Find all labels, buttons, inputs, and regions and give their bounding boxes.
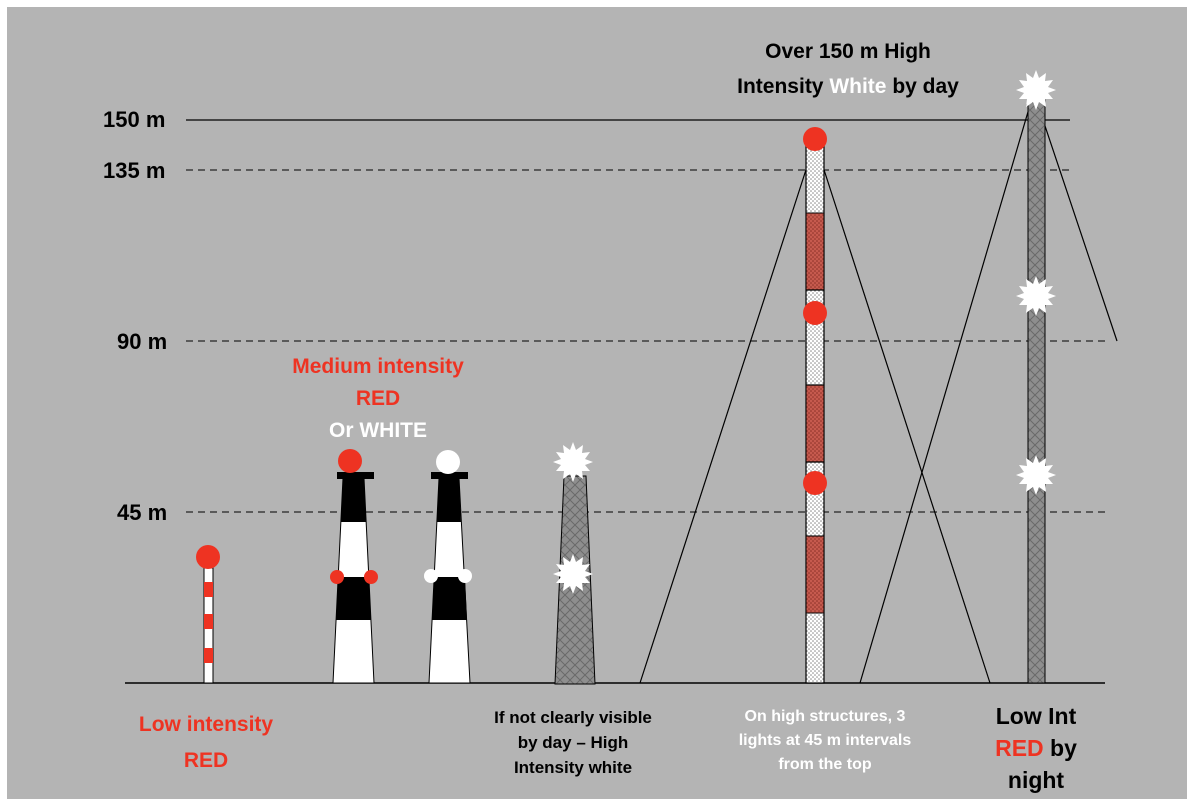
tall-mast-red: [639, 127, 991, 684]
flash-light-90m: [1016, 276, 1056, 316]
low-intensity-color: RED: [184, 749, 228, 772]
lattice-tower-short: [553, 442, 596, 685]
white-top-light: [436, 450, 460, 474]
diagram-background: [7, 7, 1187, 799]
red-light: [196, 545, 220, 569]
red-side-light-left: [330, 570, 344, 584]
lattice-tower-tall: [859, 70, 1118, 684]
flash-light-over150: [1016, 70, 1056, 110]
low-int-night-label-3: night: [1008, 767, 1065, 793]
medium-white-structure: [424, 450, 472, 684]
mast-red-light-top: [803, 127, 827, 151]
red-top-light: [338, 449, 362, 473]
low-intensity-label: Low intensity: [139, 713, 273, 736]
low-int-night-label-1: Low Int: [996, 703, 1077, 729]
not-visible-label-3: Intensity white: [514, 758, 632, 777]
high-structures-label-2: lights at 45 m intervals: [739, 732, 912, 749]
low-intensity-pole: [196, 545, 220, 684]
flash-light-top: [553, 442, 593, 482]
medium-intensity-label: Medium intensity: [292, 355, 464, 378]
height-label-150: 150 m: [103, 107, 165, 132]
low-int-night-label-2: RED by: [995, 735, 1077, 761]
not-visible-label-1: If not clearly visible: [494, 708, 652, 727]
height-label-45: 45 m: [117, 500, 167, 525]
white-side-light-left: [424, 569, 438, 583]
height-lines: [125, 119, 1105, 684]
white-side-light-right: [458, 569, 472, 583]
not-visible-label-2: by day – High: [518, 733, 629, 752]
medium-intensity-white: Or WHITE: [329, 419, 427, 442]
flash-light-45m: [1016, 455, 1056, 495]
red-side-light-right: [364, 570, 378, 584]
mast-red-light-bottom: [803, 471, 827, 495]
mast-red-light-middle: [803, 301, 827, 325]
height-label-135: 135 m: [103, 158, 165, 183]
over-150-label-1: Over 150 m High: [765, 40, 931, 63]
height-label-90: 90 m: [117, 329, 167, 354]
over-150-label-2: Intensity White by day: [737, 75, 959, 98]
flash-light-middle: [553, 554, 593, 594]
high-structures-label-1: On high structures, 3: [745, 708, 906, 725]
medium-intensity-red: RED: [356, 387, 400, 410]
high-structures-label-3: from the top: [778, 756, 872, 773]
medium-red-structure: [330, 449, 378, 684]
